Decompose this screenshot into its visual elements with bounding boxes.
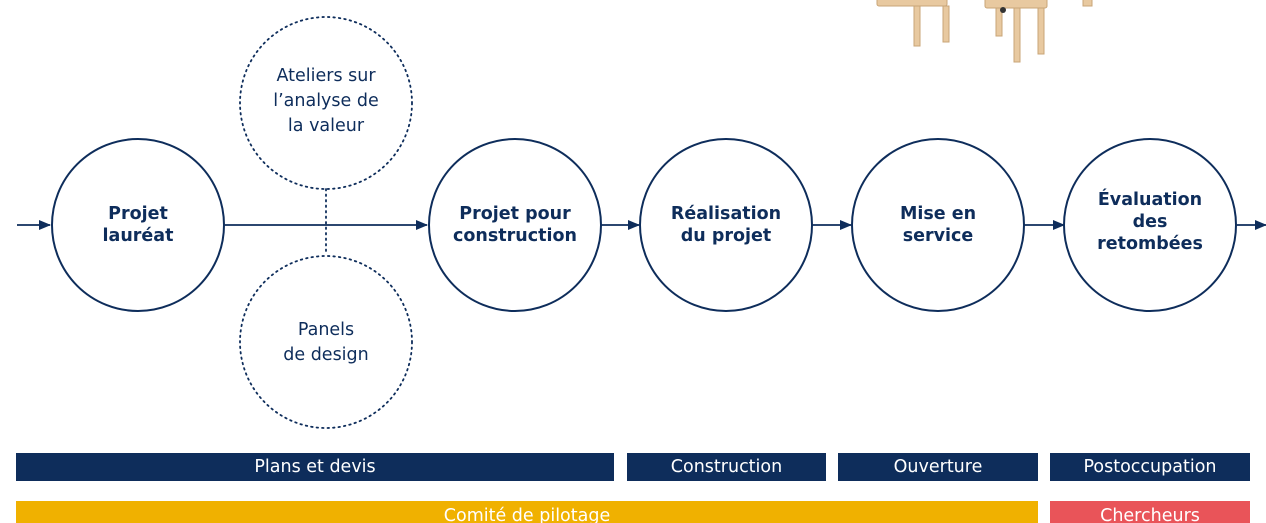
process-circles xyxy=(51,138,1237,312)
node-label-realisation: Réalisation du projet xyxy=(670,204,782,246)
side-label-ateliers: Ateliers sur l’analyse de la valeur xyxy=(273,66,379,136)
node-label-projet-construction: Projet pour construction xyxy=(453,204,577,246)
node-label-mise-en-service: Mise en service xyxy=(899,204,977,246)
actor-bar-comite: Comité de pilotage xyxy=(16,501,1038,523)
node-label-projet-laureat: Projet lauréat xyxy=(102,204,174,246)
side-circle-panels xyxy=(239,255,413,429)
side-activity-circles xyxy=(239,16,413,429)
phase-bar-plans: Plans et devis xyxy=(16,453,614,481)
node-label-evaluation: Évaluation des retombées xyxy=(1097,190,1203,254)
process-circle-5 xyxy=(1063,138,1237,312)
process-circle-1 xyxy=(51,138,225,312)
phase-bar-construction: Construction xyxy=(627,453,826,481)
side-label-panels: Panels de design xyxy=(283,320,369,365)
process-circle-3 xyxy=(639,138,813,312)
process-circle-2 xyxy=(428,138,602,312)
phase-bar-postoccupation: Postoccupation xyxy=(1050,453,1250,481)
process-circle-4 xyxy=(851,138,1025,312)
chairs-illustration-icon xyxy=(876,0,1093,63)
side-circle-ateliers xyxy=(239,16,413,190)
phase-bar-ouverture: Ouverture xyxy=(838,453,1038,481)
actor-bar-chercheurs: Chercheurs xyxy=(1050,501,1250,523)
